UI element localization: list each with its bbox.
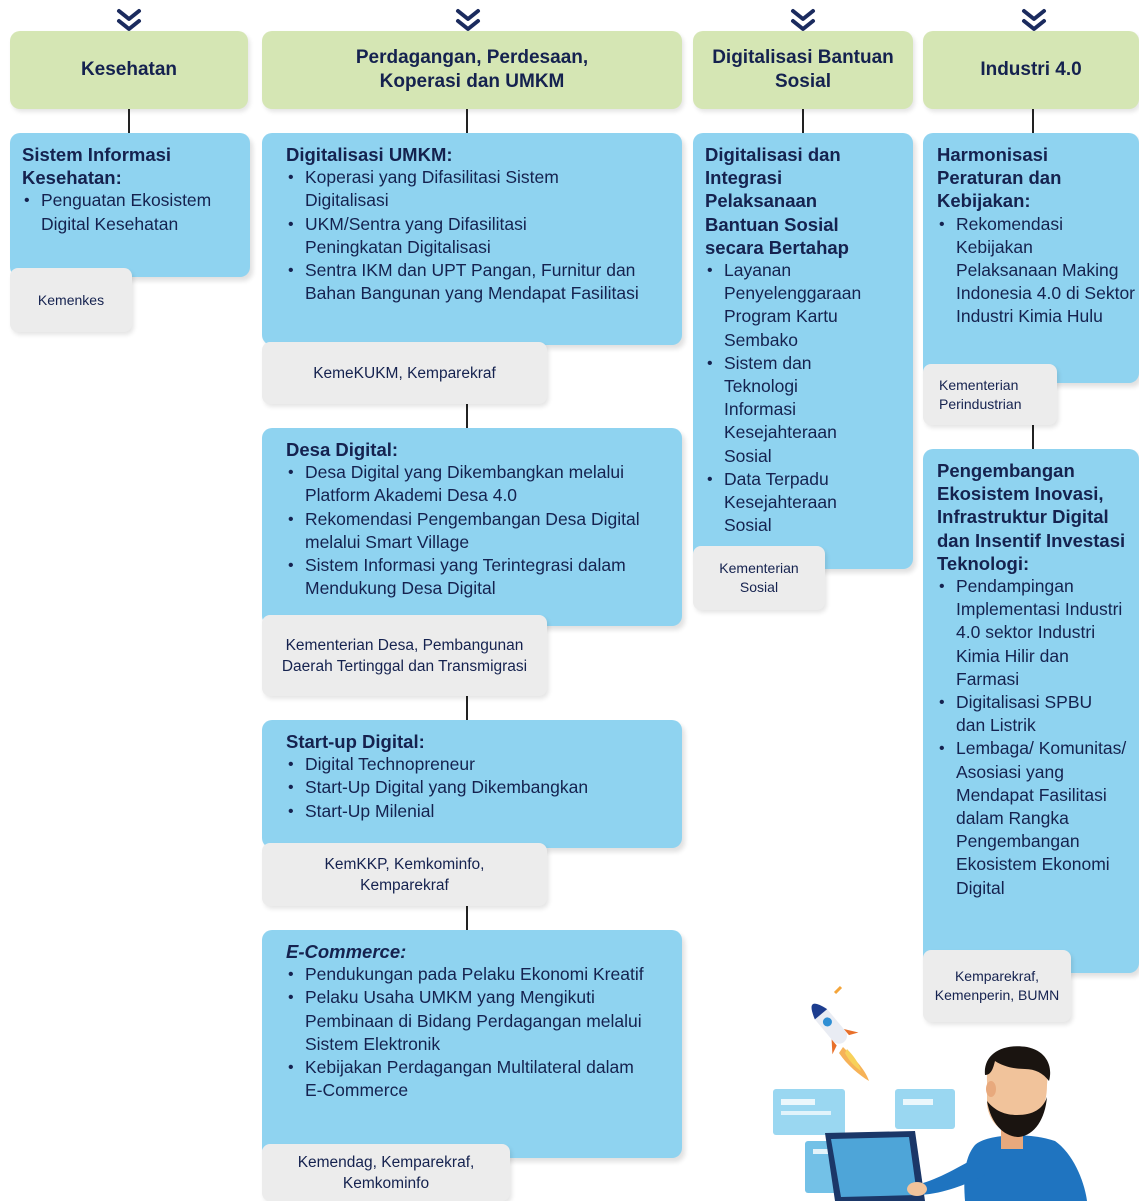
card-startup-digital: Start-up Digital: Digital Technopreneur … [262, 720, 682, 848]
card-desa-digital: Desa Digital: Desa Digital yang Dikemban… [262, 428, 682, 626]
list-item: Penguatan Ekosistem Digital Kesehatan [22, 189, 236, 235]
connector-line [466, 906, 468, 930]
card-title: E-Commerce: [286, 941, 407, 962]
list-item: Pendukungan pada Pelaku Ekonomi Kreatif [286, 963, 655, 986]
list-item: Start-Up Digital yang Dikembangkan [286, 776, 668, 799]
card-title: Harmonisasi Peraturan dan Kebijakan: [937, 144, 1062, 212]
list-item: Sistem Informasi yang Terintegrasi dalam… [286, 554, 645, 600]
card-title: Sistem Informasi Kesehatan: [22, 144, 172, 189]
card-e-commerce: E-Commerce: Pendukungan pada Pelaku Ekon… [262, 930, 682, 1158]
connector-line [466, 404, 468, 428]
list-item: Data Terpadu Kesejahteraan Sosial [705, 468, 874, 538]
list-item: Digitalisasi SPBU dan Listrik [937, 691, 1116, 737]
column-header-bantuan-sosial: Digitalisasi Bantuan Sosial [693, 31, 913, 109]
card-title: Digitalisasi dan Integrasi Pelaksanaan B… [705, 144, 849, 258]
column-header-perdagangan: Perdagangan, Perdesaan, Koperasi dan UMK… [262, 31, 682, 109]
agency-label: KemeKUKM, Kemparekraf [262, 342, 547, 404]
column-header-industri: Industri 4.0 [923, 31, 1139, 109]
chevron-double-down-icon [456, 9, 480, 31]
connector-line [1032, 109, 1034, 133]
agency-label: Kemenkes [10, 268, 132, 332]
list-item: Rekomendasi Kebijakan Pelaksanaan Making… [937, 213, 1135, 329]
list-item: Sistem dan Teknologi Informasi Kesejahte… [705, 352, 874, 468]
connector-line [1032, 425, 1034, 449]
connector-line [802, 109, 804, 133]
chevron-double-down-icon [791, 9, 815, 31]
connector-line [466, 109, 468, 133]
card-harmonisasi: Harmonisasi Peraturan dan Kebijakan: Rek… [923, 133, 1139, 383]
agency-label: Kemparekraf, Kemenperin, BUMN [923, 950, 1071, 1022]
connector-line [128, 109, 130, 133]
agency-label: KemKKP, Kemkominfo, Kemparekraf [262, 843, 547, 906]
card-sistem-informasi-kesehatan: Sistem Informasi Kesehatan: Penguatan Ek… [10, 133, 250, 277]
list-item: Kebijakan Perdagangan Multilateral dalam… [286, 1056, 655, 1102]
agency-label: Kementerian Sosial [693, 546, 825, 610]
card-pengembangan-ekosistem: Pengembangan Ekosistem Inovasi, Infrastr… [923, 449, 1139, 973]
list-item: Sentra IKM dan UPT Pangan, Furnitur dan … [286, 259, 675, 305]
list-item: Pelaku Usaha UMKM yang Mengikuti Pembina… [286, 986, 655, 1056]
list-item: Layanan Penyelenggaraan Program Kartu Se… [705, 259, 899, 352]
connector-line [466, 696, 468, 720]
chevron-double-down-icon [1022, 9, 1046, 31]
agency-label: Kementerian Perindustrian [923, 364, 1057, 425]
card-bantuan-sosial: Digitalisasi dan Integrasi Pelaksanaan B… [693, 133, 913, 569]
list-item: Koperasi yang Difasilitasi Sistem Digita… [286, 166, 605, 212]
list-item: Start-Up Milenial [286, 800, 668, 823]
chevron-double-down-icon [117, 9, 141, 31]
list-item: UKM/Sentra yang Difasilitasi Peningkatan… [286, 213, 605, 259]
card-title: Pengembangan Ekosistem Inovasi, Infrastr… [937, 460, 1126, 574]
person-at-laptop-illustration [773, 1046, 1087, 1201]
card-digitalisasi-umkm: Digitalisasi UMKM: Koperasi yang Difasil… [262, 133, 682, 345]
list-item: Pendampingan Implementasi Industri 4.0 s… [937, 575, 1126, 691]
rocket-illustration [811, 985, 869, 1081]
agency-label: Kemendag, Kemparekraf, Kemkominfo [262, 1144, 510, 1201]
card-title: Digitalisasi UMKM: [286, 144, 453, 165]
list-item: Digital Technopreneur [286, 753, 668, 776]
card-title: Desa Digital: [286, 439, 399, 460]
agency-label: Kementerian Desa, Pembangunan Daerah Ter… [262, 615, 547, 696]
list-item: Rekomendasi Pengembangan Desa Digital me… [286, 508, 645, 554]
list-item: Lembaga/ Komunitas/ Asosiasi yang Mendap… [937, 737, 1139, 899]
column-header-kesehatan: Kesehatan [10, 31, 248, 109]
list-item: Desa Digital yang Dikembangkan melalui P… [286, 461, 645, 507]
card-title: Start-up Digital: [286, 731, 425, 752]
